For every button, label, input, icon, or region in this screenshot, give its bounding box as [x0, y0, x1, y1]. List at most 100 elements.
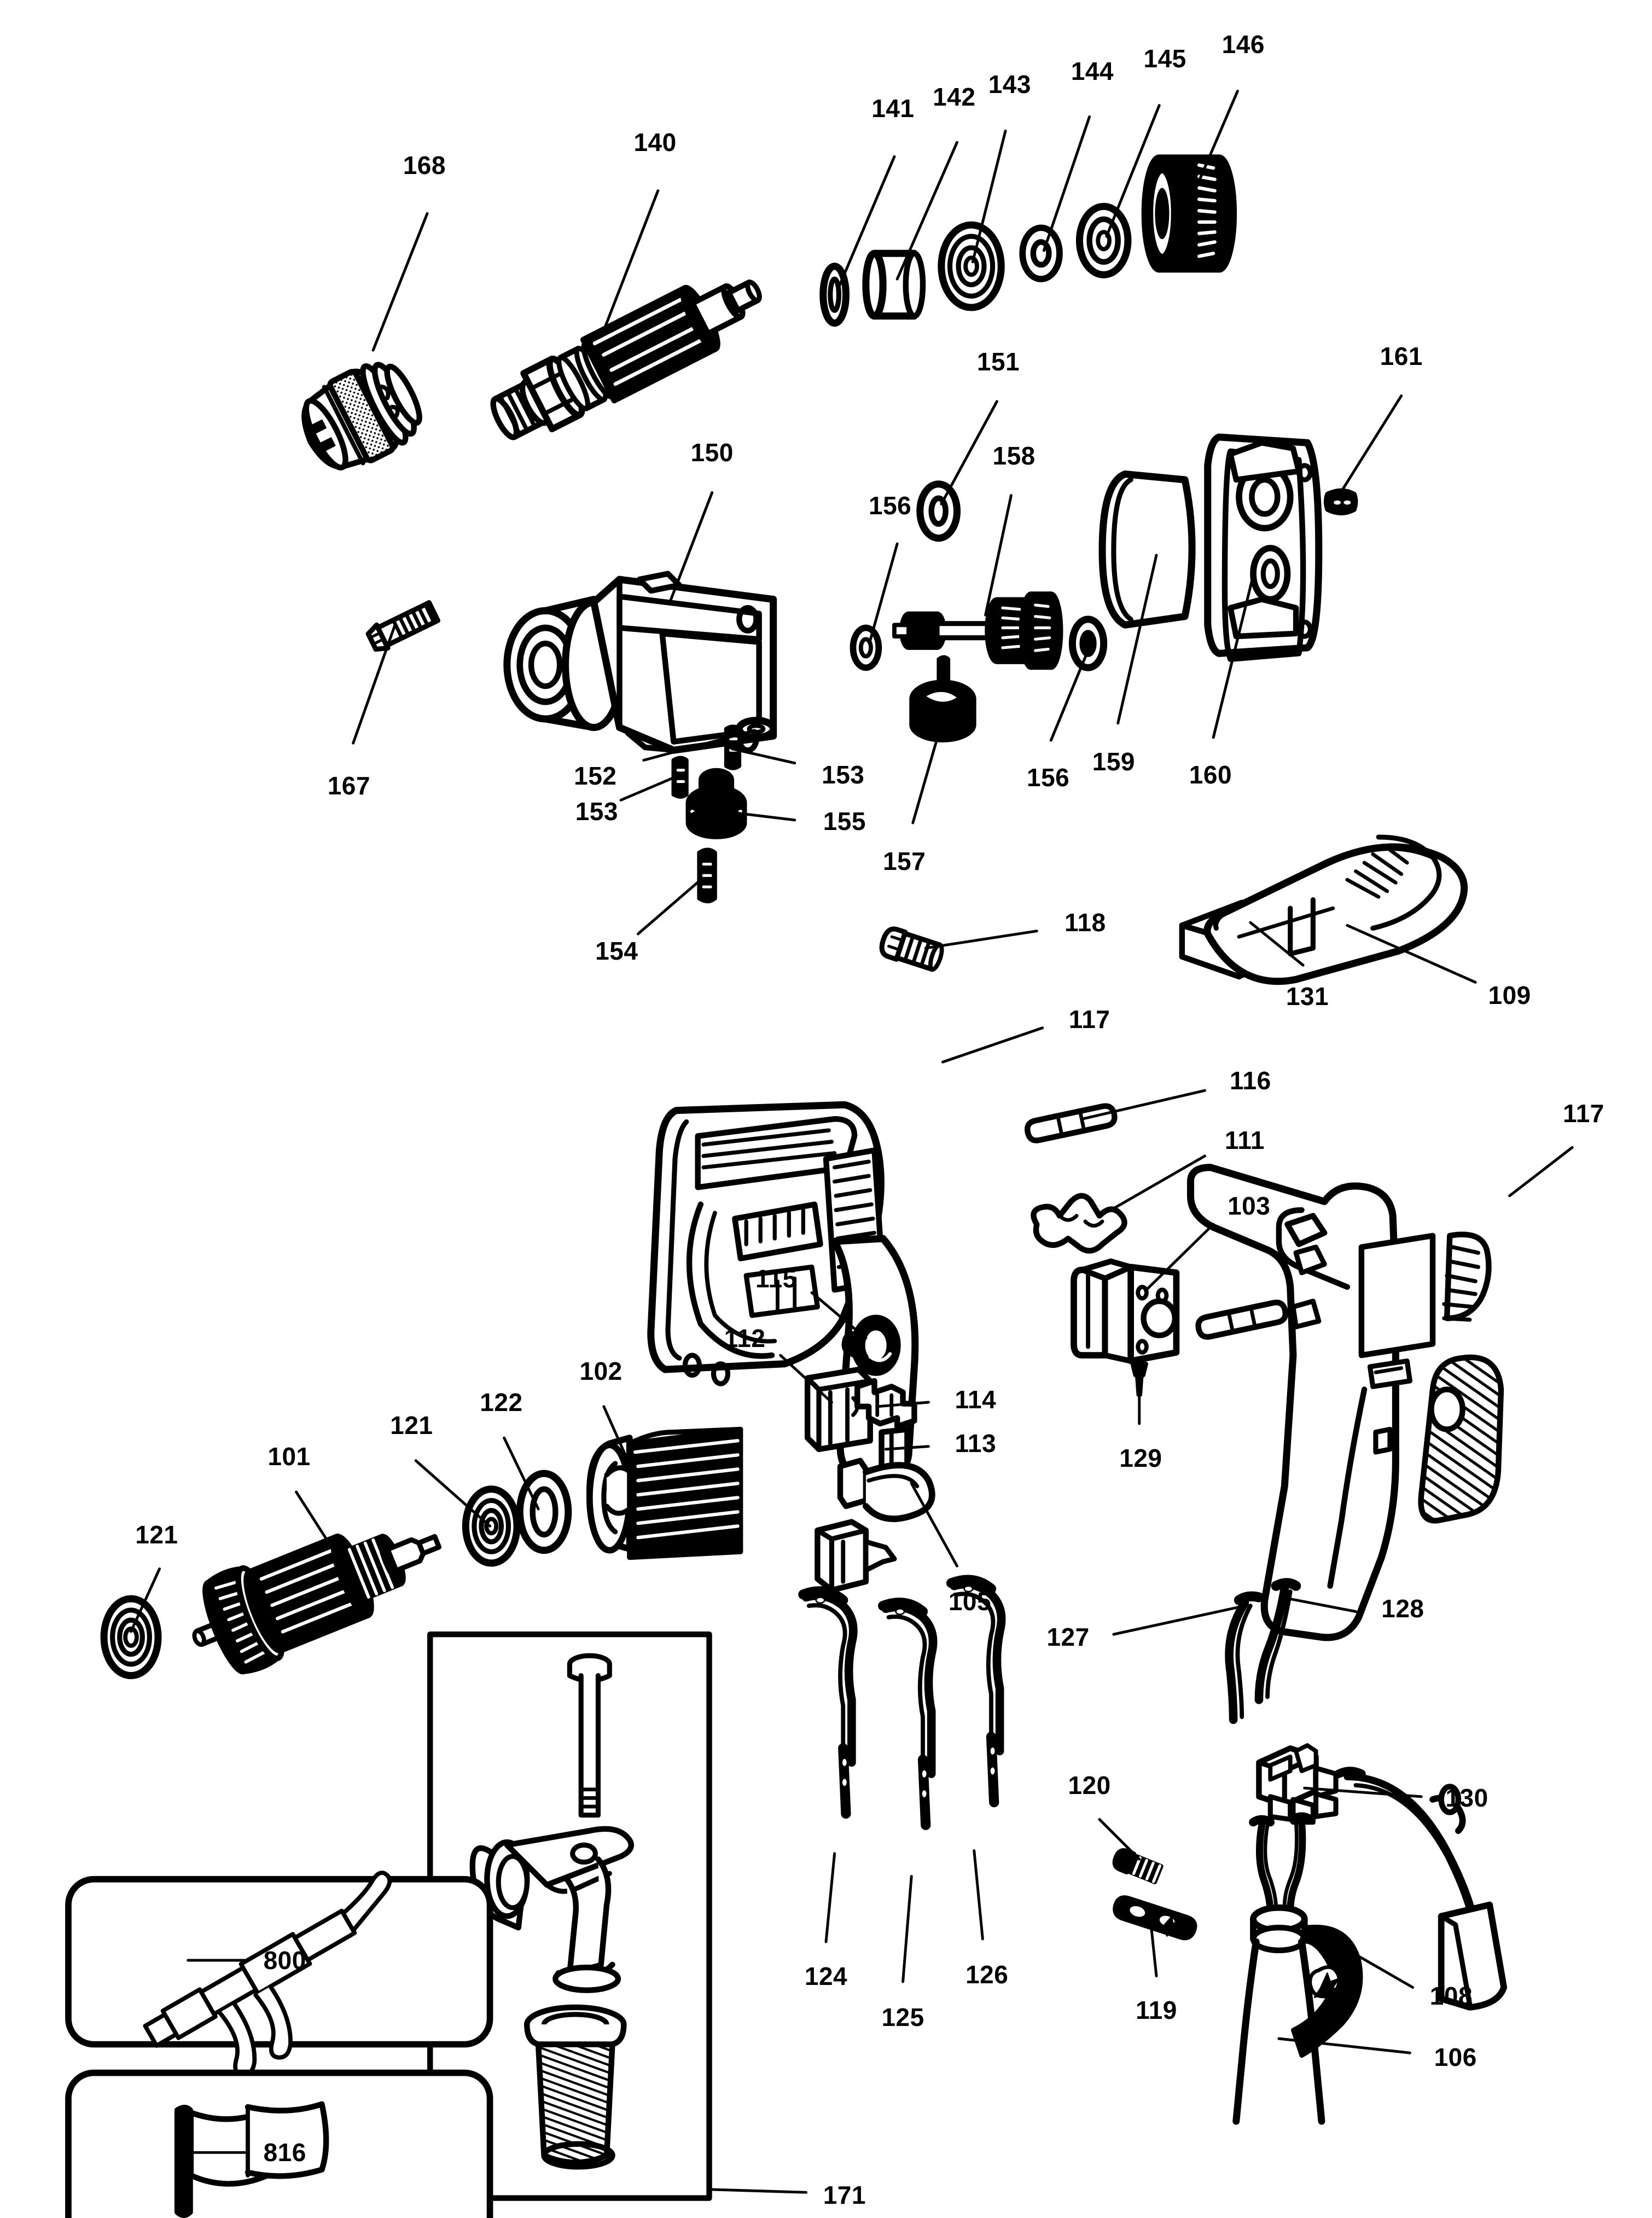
leader-line-120	[1098, 1818, 1141, 1861]
leader-line-101	[295, 1490, 344, 1565]
callout-121: 121	[135, 1520, 178, 1549]
callout-113: 113	[955, 1429, 997, 1458]
leader-line-130	[1303, 1786, 1423, 1798]
callout-153: 153	[822, 760, 865, 789]
leader-line-112	[779, 1354, 833, 1404]
callout-101: 101	[267, 1442, 311, 1471]
leader-line-156b	[1049, 642, 1092, 742]
callout-142: 142	[933, 82, 976, 111]
leader-line-121b	[414, 1459, 492, 1528]
callout-121b: 121	[390, 1410, 433, 1439]
leader-line-111	[1109, 1154, 1206, 1212]
leader-line-171	[711, 2188, 808, 2194]
leader-line-153	[730, 747, 796, 765]
callout-130: 130	[1445, 1784, 1488, 1813]
callout-131: 131	[1285, 982, 1329, 1011]
callout-115: 115	[755, 1264, 797, 1293]
leader-line-118	[924, 930, 1038, 950]
callout-160: 160	[1189, 760, 1232, 789]
leader-line-142	[895, 141, 958, 281]
callout-145: 145	[1143, 44, 1186, 73]
callout-126: 126	[965, 1960, 1009, 1989]
leader-line-126	[973, 1849, 984, 1941]
callout-117: 117	[1068, 1005, 1110, 1034]
callout-154: 154	[595, 937, 638, 966]
leader-line-121	[130, 1567, 161, 1633]
callout-117b: 117	[1563, 1099, 1604, 1128]
callout-105: 105	[948, 1587, 992, 1616]
callout-152: 152	[574, 762, 617, 791]
leader-line-109	[1346, 924, 1477, 984]
callout-156: 156	[869, 491, 912, 520]
leader-line-152	[642, 729, 757, 762]
leader-line-105	[910, 1482, 958, 1567]
callout-120: 120	[1068, 1770, 1111, 1799]
callout-119: 119	[1136, 1996, 1177, 2025]
callout-143: 143	[988, 69, 1031, 98]
callout-800: 800	[263, 1946, 306, 1975]
callout-118: 118	[1064, 908, 1106, 937]
leader-line-155	[722, 810, 796, 822]
leader-line-153b	[619, 774, 679, 802]
leader-line-160	[1212, 562, 1258, 739]
callout-103: 103	[1228, 1191, 1271, 1220]
callout-167: 167	[327, 771, 370, 800]
callout-122: 122	[480, 1388, 523, 1417]
callout-150: 150	[690, 438, 734, 467]
leader-line-113	[884, 1445, 930, 1451]
leader-line-117	[941, 1026, 1044, 1064]
callout-816: 816	[263, 2138, 306, 2167]
leader-line-161	[1340, 394, 1403, 493]
leader-line-141	[836, 155, 896, 292]
leader-line-128	[1280, 1596, 1357, 1613]
leader-line-151	[940, 400, 998, 506]
callout-140: 140	[633, 128, 677, 157]
leader-line-131	[1249, 921, 1305, 967]
leader-line-102	[602, 1405, 628, 1459]
callout-106: 106	[1434, 2042, 1477, 2071]
callout-158: 158	[992, 441, 1036, 470]
leader-line-143	[971, 129, 1007, 264]
leader-line-114	[876, 1401, 930, 1408]
leader-line-167	[352, 625, 396, 745]
leader-line-125	[901, 1875, 913, 1983]
leader-line-144	[1042, 115, 1091, 252]
leader-line-122	[503, 1436, 540, 1511]
leader-line-127	[1112, 1604, 1246, 1636]
callout-128: 128	[1381, 1594, 1424, 1623]
callout-111: 111	[1224, 1126, 1265, 1155]
callout-141: 141	[871, 94, 915, 123]
leader-line-119	[1149, 1920, 1158, 1978]
callout-151: 151	[976, 347, 1020, 376]
callout-155: 155	[823, 807, 866, 836]
leader-line-140	[602, 189, 660, 332]
leader-line-108	[1317, 1932, 1415, 1989]
leader-line-116	[1081, 1089, 1206, 1120]
leader-line-124	[824, 1852, 836, 1943]
callout-114: 114	[955, 1385, 997, 1414]
leader-line-168	[371, 212, 429, 352]
callout-108: 108	[1429, 1982, 1473, 2011]
leader-line-115	[810, 1291, 868, 1340]
callout-124: 124	[804, 1961, 848, 1990]
leader-line-106	[1277, 2037, 1411, 2054]
callout-168: 168	[403, 150, 446, 179]
leader-line-154	[636, 878, 702, 936]
leader-line-150	[668, 491, 714, 605]
callout-102: 102	[579, 1356, 623, 1385]
leader-line-146	[1185, 90, 1239, 212]
leader-line-157	[911, 727, 941, 825]
leader-line-159	[1116, 554, 1158, 725]
callout-109: 109	[1488, 980, 1531, 1009]
leader-line-117b	[1508, 1146, 1574, 1198]
leader-line-158	[984, 494, 1013, 617]
leader-line-156	[869, 542, 899, 642]
callout-161: 161	[1380, 341, 1423, 370]
callout-116: 116	[1229, 1066, 1271, 1095]
callout-156b: 156	[1027, 763, 1070, 792]
leader-line-103	[1146, 1223, 1215, 1290]
callout-112: 112	[724, 1323, 766, 1352]
callout-159: 159	[1092, 747, 1136, 776]
